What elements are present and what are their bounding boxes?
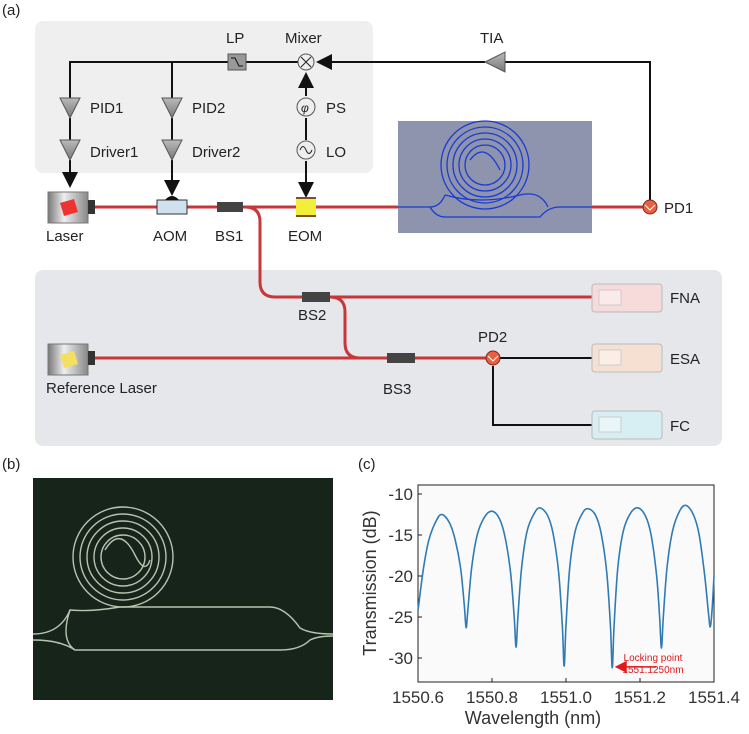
pd1-label: PD1 bbox=[664, 200, 693, 217]
bs3-label: BS3 bbox=[383, 381, 411, 398]
panel-label-c: (c) bbox=[358, 456, 376, 473]
pd1: PD1 bbox=[642, 199, 693, 217]
bs1: BS1 bbox=[215, 202, 243, 245]
driver2-label: Driver2 bbox=[192, 144, 240, 161]
x-tick-label: 1550.6 bbox=[392, 688, 444, 707]
mixer-label: Mixer bbox=[285, 30, 322, 47]
fc-label: FC bbox=[670, 418, 690, 435]
reference-laser: Reference Laser bbox=[46, 343, 157, 397]
plot-area bbox=[417, 484, 715, 683]
pid2-label: PID2 bbox=[192, 100, 225, 117]
lo-label: LO bbox=[326, 144, 346, 161]
microresonator-chip bbox=[398, 120, 592, 233]
eom-label: EOM bbox=[288, 228, 322, 245]
transmission-chart: -10 -15 -20 -25 -30 1550.6 1550.8 1551.0 1551.2… bbox=[360, 484, 740, 728]
laser: Laser bbox=[46, 191, 95, 245]
y-tick-label: -25 bbox=[388, 608, 413, 627]
local-oscillator: LO bbox=[296, 140, 346, 161]
aom-label: AOM bbox=[153, 228, 187, 245]
phi-symbol: φ bbox=[301, 101, 309, 115]
panel-label-b: (b) bbox=[2, 456, 20, 473]
lowpass-filter: LP bbox=[226, 30, 247, 71]
microscope-image bbox=[32, 478, 334, 700]
y-tick-label: -20 bbox=[388, 567, 413, 586]
mixer: Mixer bbox=[285, 30, 322, 71]
fc-instrument: FC bbox=[591, 410, 690, 440]
reference-laser-label: Reference Laser bbox=[46, 380, 157, 397]
electrical-wires bbox=[70, 54, 651, 426]
optical-fibers bbox=[95, 205, 643, 360]
transmission-line bbox=[417, 504, 715, 669]
eom: EOM bbox=[288, 197, 322, 245]
annotation-line1: Locking point bbox=[624, 653, 683, 664]
bs2: BS2 bbox=[298, 292, 330, 324]
fna-instrument: FNA bbox=[591, 283, 700, 313]
bs1-label: BS1 bbox=[215, 228, 243, 245]
ps-label: PS bbox=[326, 100, 346, 117]
y-tick-label: -15 bbox=[388, 526, 413, 545]
aom: AOM bbox=[153, 196, 188, 245]
tia-label: TIA bbox=[480, 30, 503, 47]
x-tick-label: 1551.2 bbox=[614, 688, 666, 707]
panel-label-a: (a) bbox=[2, 2, 20, 19]
lp-label: LP bbox=[226, 30, 244, 47]
y-tick-label: -30 bbox=[388, 649, 413, 668]
esa-label: ESA bbox=[670, 351, 700, 368]
phase-shifter: φ PS bbox=[296, 97, 346, 117]
laser-label: Laser bbox=[46, 228, 84, 245]
y-axis-label: Transmission (dB) bbox=[360, 510, 380, 655]
pid1: PID1 bbox=[59, 97, 123, 120]
x-axis-label: Wavelength (nm) bbox=[465, 708, 601, 728]
y-tick-label: -10 bbox=[388, 485, 413, 504]
fna-label: FNA bbox=[670, 290, 700, 307]
driver1: Driver1 bbox=[59, 139, 138, 162]
x-tick-label: 1551.0 bbox=[540, 688, 592, 707]
x-tick-label: 1551.4 bbox=[688, 688, 740, 707]
esa-instrument: ESA bbox=[591, 343, 700, 373]
driver2: Driver2 bbox=[161, 139, 240, 162]
pid1-label: PID1 bbox=[90, 100, 123, 117]
sine-icon bbox=[299, 146, 313, 154]
bs2-label: BS2 bbox=[298, 307, 326, 324]
pd2: PD2 bbox=[478, 329, 507, 366]
driver1-label: Driver1 bbox=[90, 144, 138, 161]
bs3: BS3 bbox=[383, 353, 415, 398]
tia-amplifier: TIA bbox=[480, 30, 506, 73]
pd2-label: PD2 bbox=[478, 329, 507, 346]
pid2: PID2 bbox=[161, 97, 225, 120]
annotation-line2: 1551.1250nm bbox=[622, 665, 683, 676]
control-loop-box bbox=[35, 21, 373, 173]
x-tick-label: 1550.8 bbox=[466, 688, 518, 707]
